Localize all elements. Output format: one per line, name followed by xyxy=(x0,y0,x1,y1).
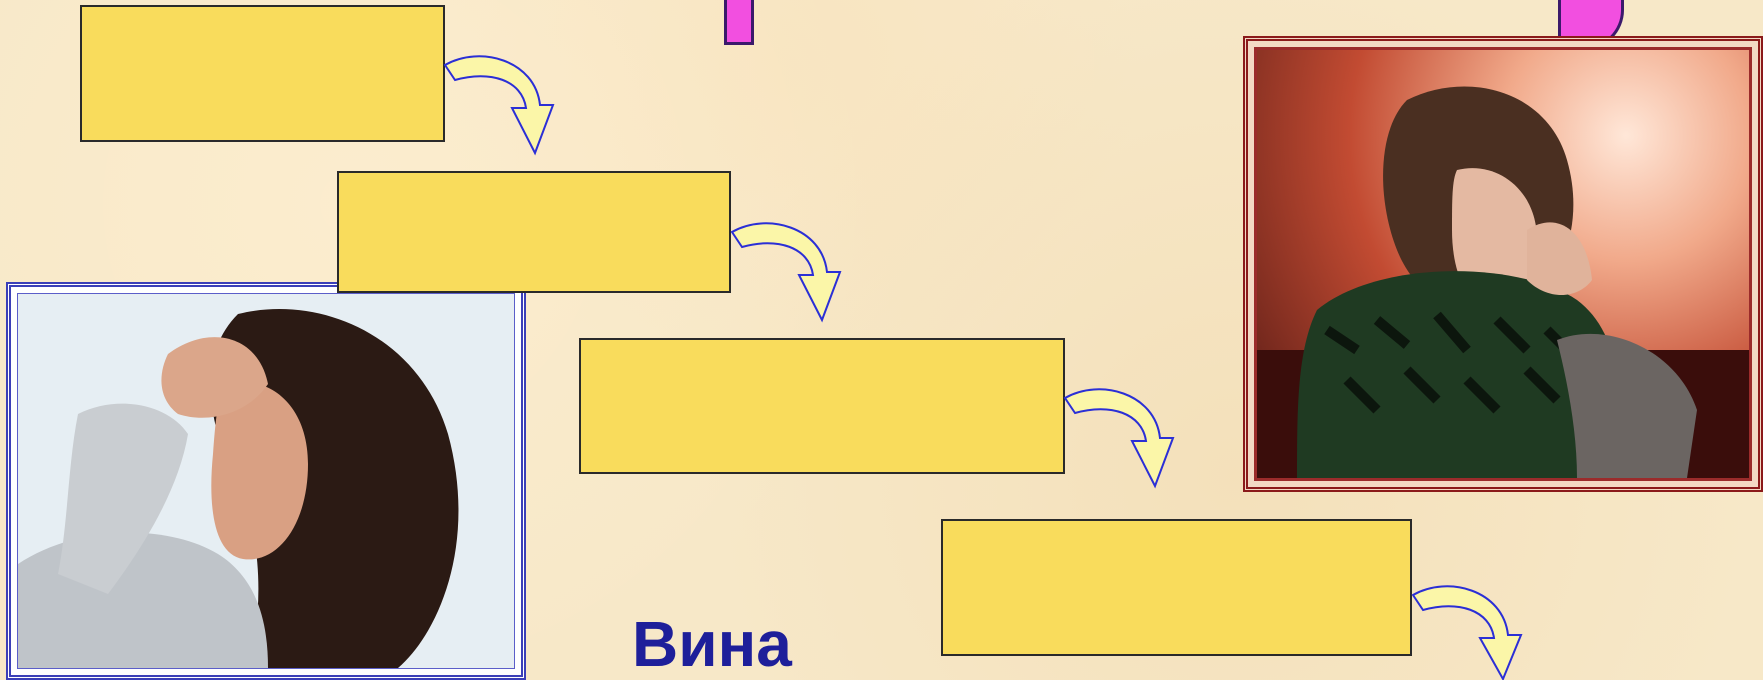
photo-woman-holding-head xyxy=(1257,50,1749,478)
curved-down-arrow-icon xyxy=(727,212,857,327)
photo-woman-hand-on-forehead xyxy=(18,294,514,668)
title-word: Вина xyxy=(632,612,792,676)
decorative-magenta-bar xyxy=(724,0,754,45)
flow-box-4 xyxy=(941,519,1412,656)
curved-down-arrow-icon xyxy=(1408,575,1538,680)
flow-box-2 xyxy=(337,171,731,293)
flow-box-1 xyxy=(80,5,445,142)
flow-box-3 xyxy=(579,338,1065,474)
curved-down-arrow-icon xyxy=(1060,378,1190,493)
curved-down-arrow-icon xyxy=(440,45,570,160)
